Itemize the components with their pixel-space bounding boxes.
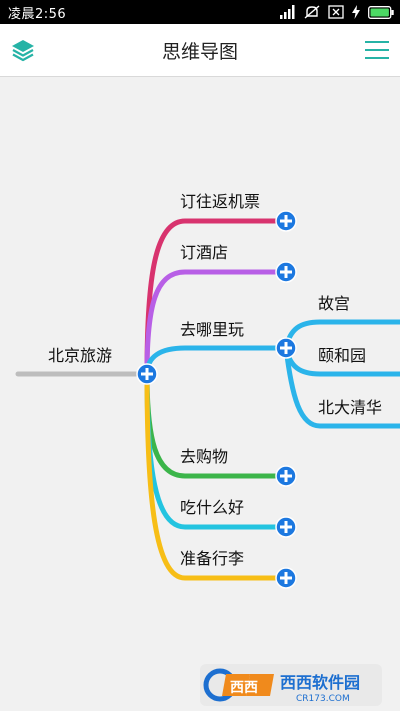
root-node-label[interactable]: 北京旅游 (48, 346, 113, 365)
watermark-logo: 西西 西西软件园 CR173.COM (200, 664, 382, 706)
branch-label-food[interactable]: 吃什么好 (180, 498, 245, 517)
add-button-shopping[interactable] (275, 465, 297, 487)
branch-link-luggage (144, 371, 289, 581)
menu-icon (365, 41, 389, 59)
layers-icon (12, 40, 34, 62)
close-box-icon (328, 5, 344, 19)
app-bar: 思维导图 (0, 24, 400, 77)
status-bar: 凌晨2:56 (0, 0, 400, 24)
svg-text:西西: 西西 (230, 680, 258, 696)
branch-link-sightseeing (144, 345, 289, 377)
branch-label-shopping[interactable]: 去购物 (180, 447, 229, 466)
branch-label-hotel[interactable]: 订酒店 (180, 243, 229, 262)
branch-link-hotel (144, 269, 289, 377)
branch-label-sightseeing[interactable]: 去哪里玩 (180, 320, 245, 339)
page-title: 思维导图 (161, 41, 238, 63)
charging-icon (352, 5, 360, 19)
mute-icon (304, 5, 320, 19)
branch-label-flight[interactable]: 订往返机票 (180, 192, 261, 211)
add-button-sightseeing[interactable] (275, 337, 297, 359)
add-button-luggage[interactable] (275, 567, 297, 589)
layers-button[interactable] (10, 37, 36, 63)
root-add-button[interactable] (136, 363, 158, 385)
battery-icon (368, 5, 394, 19)
add-button-flight[interactable] (275, 210, 297, 232)
svg-text:CR173.COM: CR173.COM (296, 694, 350, 704)
sub-label-yiheyuan[interactable]: 颐和园 (318, 346, 367, 365)
signal-icon (280, 5, 295, 19)
status-time: 凌晨2:56 (8, 7, 67, 22)
add-button-hotel[interactable] (275, 261, 297, 283)
mindmap-canvas[interactable]: 北京旅游 订往返机票 订酒店 去哪里玩 去购物 吃什么好 准备行李 故宫 颐和园… (0, 77, 400, 711)
svg-text:西西软件园: 西西软件园 (280, 673, 360, 692)
branch-label-luggage[interactable]: 准备行李 (180, 549, 245, 568)
sub-link-beida (283, 345, 400, 429)
sub-label-beida[interactable]: 北大清华 (318, 398, 383, 417)
add-button-food[interactable] (275, 516, 297, 538)
sub-label-gugong[interactable]: 故宫 (318, 294, 351, 313)
menu-button[interactable] (364, 38, 390, 62)
status-icons (280, 4, 394, 20)
